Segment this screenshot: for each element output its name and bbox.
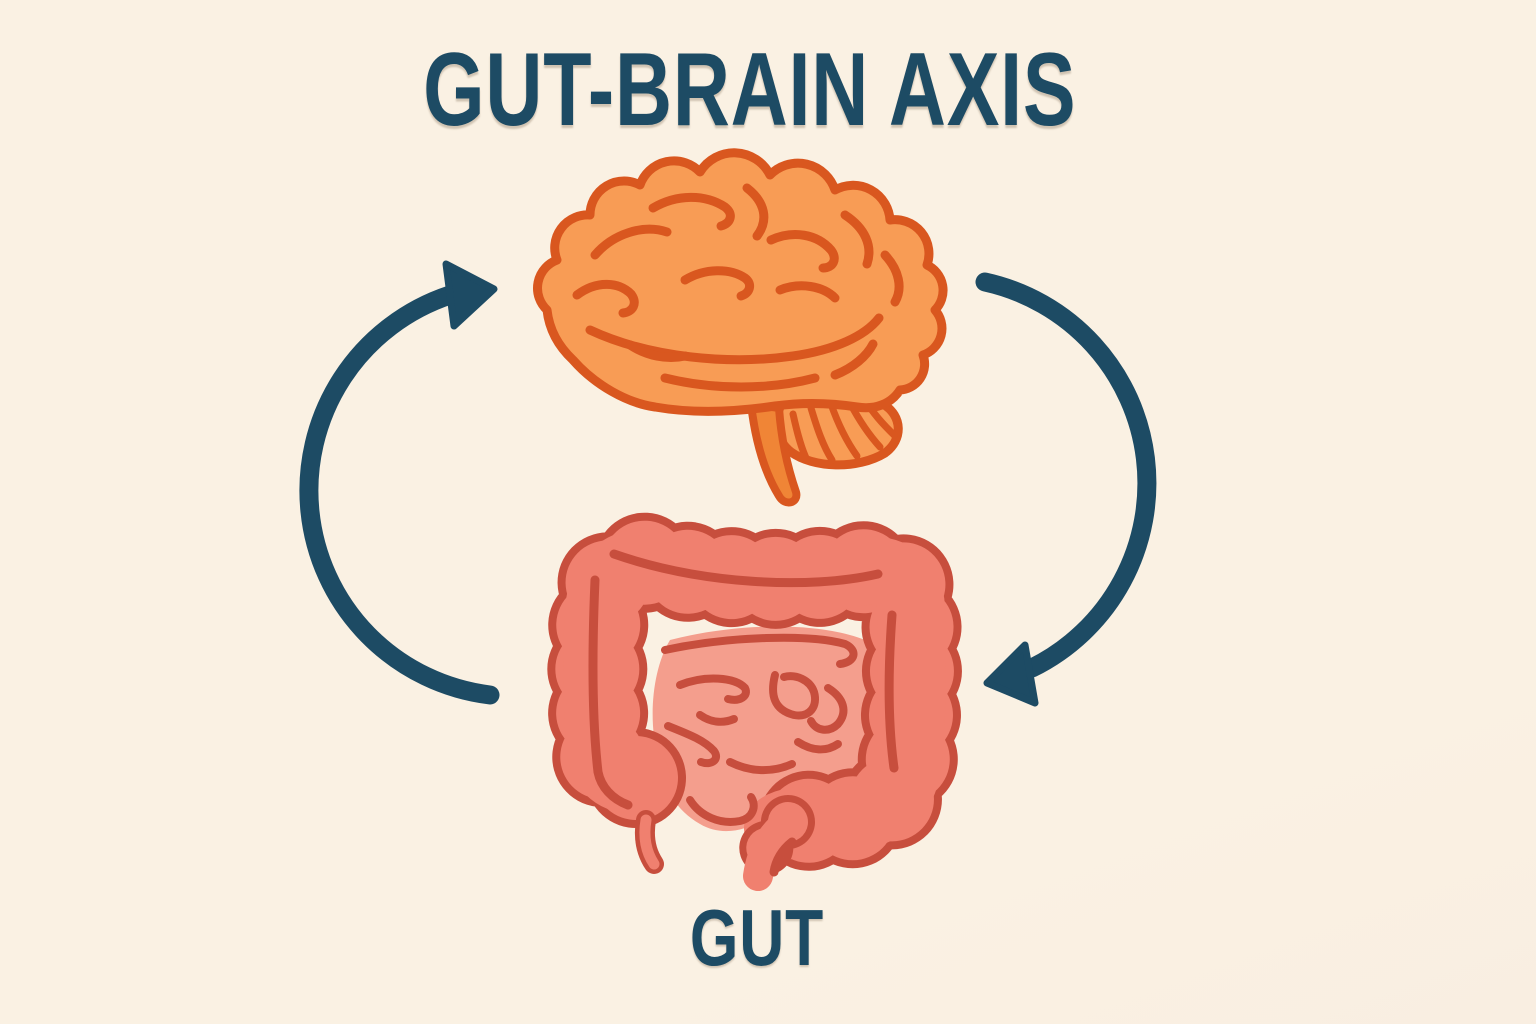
- cycle-arrow-up-icon: [299, 260, 500, 705]
- small-intestine-coils: [661, 633, 858, 826]
- coil-line: [696, 711, 738, 726]
- cycle-arrow-down-arc: [975, 272, 1157, 678]
- coil-line: [686, 793, 758, 826]
- gyri-folds: [572, 183, 904, 392]
- gyrus-line: [625, 340, 690, 363]
- brain-stem: [747, 400, 801, 507]
- colon-ridge: [769, 837, 797, 877]
- gyrus-line: [775, 281, 840, 303]
- colon-ridge: [609, 549, 883, 588]
- gyrus-line: [766, 230, 839, 273]
- cycle-arrow-up-head: [442, 260, 498, 330]
- coil-line: [794, 738, 842, 754]
- cerebellum-stripe: [789, 410, 811, 464]
- rectum-body: [743, 807, 803, 891]
- gyrus-line: [840, 210, 874, 269]
- cerebellum-stripe: [827, 400, 861, 460]
- colon-ridge-lines: [588, 549, 899, 877]
- coil-line: [661, 633, 858, 668]
- cycle-arrow-down-head: [983, 641, 1039, 707]
- cerebellum-stripe: [807, 404, 836, 464]
- brain-icon: [533, 148, 948, 507]
- coil-line: [726, 758, 796, 775]
- gyrus-line: [660, 373, 820, 392]
- intestines-icon: [547, 511, 962, 903]
- coil-line: [807, 684, 848, 734]
- gut-label: GUT: [0, 896, 1536, 980]
- page-title-text: GUT-BRAIN AXIS: [423, 32, 1077, 148]
- gyrus-line: [590, 224, 672, 260]
- colon-ridge: [884, 610, 899, 773]
- gyrus-line: [880, 250, 904, 307]
- gyrus-line: [572, 279, 639, 318]
- gyrus-line: [648, 192, 735, 231]
- cycle-arrow-up-arc: [299, 285, 500, 705]
- colon-ridge: [588, 575, 633, 810]
- coil-line: [769, 671, 819, 720]
- coil-line: [676, 674, 750, 704]
- page-title: GUT-BRAIN AXIS: [0, 32, 1536, 148]
- appendix: [639, 814, 660, 870]
- gyrus-line: [680, 266, 755, 301]
- gyrus-line: [830, 339, 878, 380]
- gyrus-line: [742, 183, 769, 241]
- cycle-arrow-down-icon: [975, 272, 1157, 707]
- gut-label-text: GUT: [689, 893, 825, 982]
- coil-line: [664, 722, 720, 768]
